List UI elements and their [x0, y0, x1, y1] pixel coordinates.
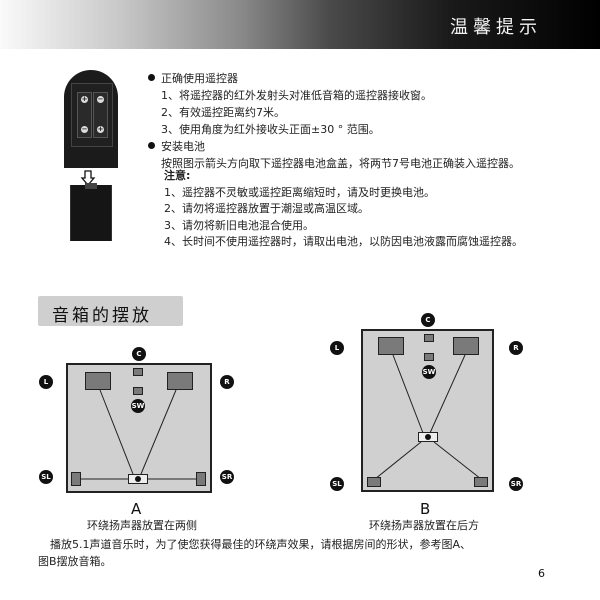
- remote-instructions: 正确使用遥控器 1、将遥控器的红外发射头对准低音箱的遥控器接收窗。 2、有效遥控…: [148, 70, 520, 172]
- remote-control-back-illustration: + − − +: [64, 70, 118, 168]
- page-number: 6: [538, 567, 545, 580]
- bullet-icon: [148, 74, 155, 81]
- instruction-item: 2、有效遥控距离约7米。: [161, 106, 285, 119]
- instruction-item: 3、使用角度为红外接收头正面±30 ° 范围。: [161, 123, 380, 136]
- down-arrow-icon: [80, 170, 96, 186]
- surround-right-label-badge: SR: [509, 477, 523, 491]
- diagram-a-letter: A: [131, 500, 142, 518]
- front-left-speaker-icon: [85, 372, 111, 390]
- right-label-badge: R: [509, 341, 523, 355]
- listener-position-icon: [418, 432, 438, 442]
- subwoofer-label-badge: SW: [131, 399, 145, 413]
- surround-right-speaker-icon: [196, 472, 206, 486]
- center-label-badge: C: [132, 347, 146, 361]
- section-heading-remote-use: 正确使用遥控器: [161, 72, 238, 85]
- surround-right-label-badge: SR: [220, 470, 234, 484]
- surround-right-speaker-icon: [474, 477, 488, 487]
- instruction-item: 1、将遥控器的红外发射头对准低音箱的遥控器接收窗。: [161, 89, 432, 102]
- surround-left-label-badge: SL: [39, 470, 53, 484]
- diagram-a-caption: 环绕扬声器放置在两侧: [87, 519, 197, 532]
- surround-left-label-badge: SL: [330, 477, 344, 491]
- left-label-badge: L: [39, 375, 53, 389]
- subwoofer-speaker-icon: [133, 387, 143, 395]
- front-right-speaker-icon: [453, 337, 479, 355]
- note-item: 3、请勿将新旧电池混合使用。: [164, 218, 314, 232]
- diagram-b-letter: B: [420, 500, 431, 518]
- center-label-badge: C: [421, 313, 435, 327]
- minus-terminal-icon: −: [97, 95, 104, 103]
- plus-terminal-icon: +: [81, 95, 88, 103]
- surround-left-speaker-icon: [367, 477, 381, 487]
- listener-position-icon: [128, 474, 148, 484]
- subwoofer-speaker-icon: [424, 353, 434, 361]
- center-speaker-icon: [133, 368, 143, 376]
- page-header-bar: 温馨提示: [0, 0, 600, 49]
- plus-terminal-icon: +: [97, 125, 104, 133]
- diagram-b-caption: 环绕扬声器放置在后方: [369, 519, 479, 532]
- speaker-placement-section-header: 音箱的摆放: [38, 296, 183, 326]
- bullet-icon: [148, 142, 155, 149]
- minus-terminal-icon: −: [81, 125, 88, 133]
- battery-instruction: 按照图示箭头方向取下遥控器电池盒盖，将两节7号电池正确装入遥控器。: [161, 157, 520, 170]
- battery-right: − +: [93, 92, 108, 138]
- battery-left: + −: [77, 92, 92, 138]
- battery-cover-illustration: [70, 183, 112, 241]
- note-item: 1、遥控器不灵敏或遥控距离缩短时，请及时更换电池。: [164, 185, 435, 199]
- subwoofer-label-badge: SW: [422, 365, 436, 379]
- header-title: 温馨提示: [450, 17, 542, 38]
- notes-heading: 注意:: [164, 169, 191, 182]
- paragraph-line: 图B摆放音箱。: [38, 555, 112, 568]
- paragraph-line: 播放5.1声道音乐时，为了使您获得最佳的环绕声效果，请根据房间的形状，参考图A、: [50, 538, 472, 551]
- battery-compartment: + − − +: [71, 83, 113, 147]
- front-left-speaker-icon: [378, 337, 404, 355]
- notes-block: 注意: 1、遥控器不灵敏或遥控距离缩短时，请及时更换电池。 2、请勿将遥控器放置…: [164, 168, 523, 251]
- cover-tab: [85, 183, 97, 189]
- placement-paragraph: 播放5.1声道音乐时，为了使您获得最佳的环绕声效果，请根据房间的形状，参考图A、…: [38, 536, 548, 570]
- note-item: 4、长时间不使用遥控器时，请取出电池，以防因电池液露而腐蚀遥控器。: [164, 235, 523, 248]
- note-item: 2、请勿将遥控器放置于潮湿或高温区域。: [164, 202, 369, 215]
- left-label-badge: L: [330, 341, 344, 355]
- right-label-badge: R: [220, 375, 234, 389]
- center-speaker-icon: [424, 334, 434, 342]
- section-title: 音箱的摆放: [52, 306, 152, 326]
- front-right-speaker-icon: [167, 372, 193, 390]
- surround-left-speaker-icon: [71, 472, 81, 486]
- section-heading-battery: 安装电池: [161, 140, 205, 153]
